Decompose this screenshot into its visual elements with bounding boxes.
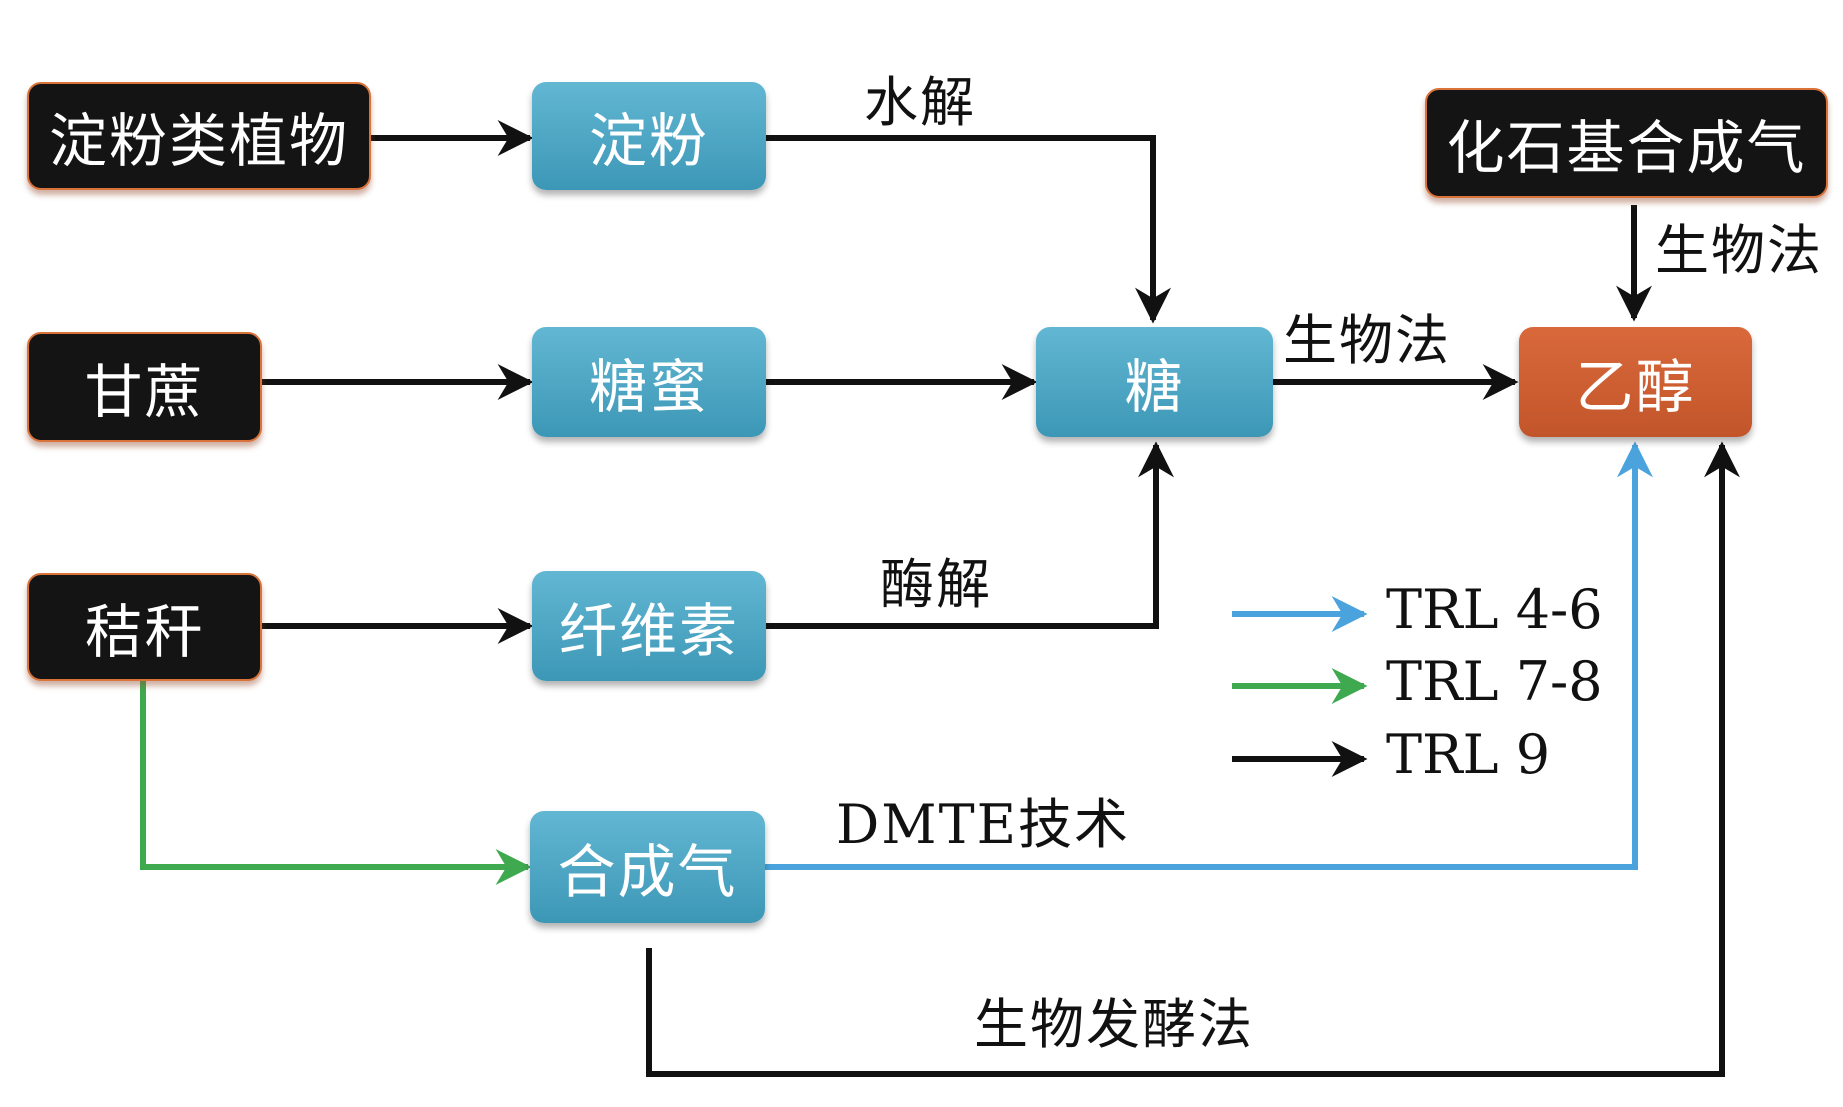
- edge-starch-to-sugar: [766, 135, 1171, 324]
- node-syngas: 合成气: [530, 811, 765, 923]
- label-bio-fermentation: 生物发酵法: [974, 993, 1254, 1056]
- edge-syngas-to-ethanol-fermentation: [646, 441, 1740, 1077]
- node-fossil-syngas: 化石基合成气: [1425, 88, 1828, 198]
- node-molasses: 糖蜜: [532, 327, 766, 437]
- label-hydrolysis: 水解: [864, 71, 976, 134]
- node-starch: 淀粉: [532, 82, 766, 190]
- label-enzymolysis: 酶解: [880, 553, 992, 616]
- node-straw: 秸秆: [27, 573, 262, 681]
- edge-straw-to-syngas: [140, 680, 532, 885]
- legend-label-trl-9: TRL 9: [1386, 723, 1551, 786]
- edge-syngas-to-ethanol-dmte: [765, 441, 1653, 870]
- label-bio-method-fossil: 生物法: [1655, 219, 1823, 282]
- node-cellulose: 纤维素: [532, 571, 766, 681]
- edge-cellulose-to-sugar: [766, 441, 1174, 629]
- node-ethanol: 乙醇: [1519, 327, 1752, 437]
- node-sugar: 糖: [1036, 327, 1273, 437]
- node-starch-plants: 淀粉类植物: [27, 82, 371, 190]
- label-bio-method-sugar-ethanol: 生物法: [1283, 309, 1451, 372]
- legend-label-trl-4-6: TRL 4-6: [1386, 578, 1603, 641]
- label-dmte: DMTE技术: [836, 793, 1131, 856]
- node-sugarcane: 甘蔗: [27, 332, 262, 442]
- legend-label-trl-7-8: TRL 7-8: [1386, 650, 1603, 713]
